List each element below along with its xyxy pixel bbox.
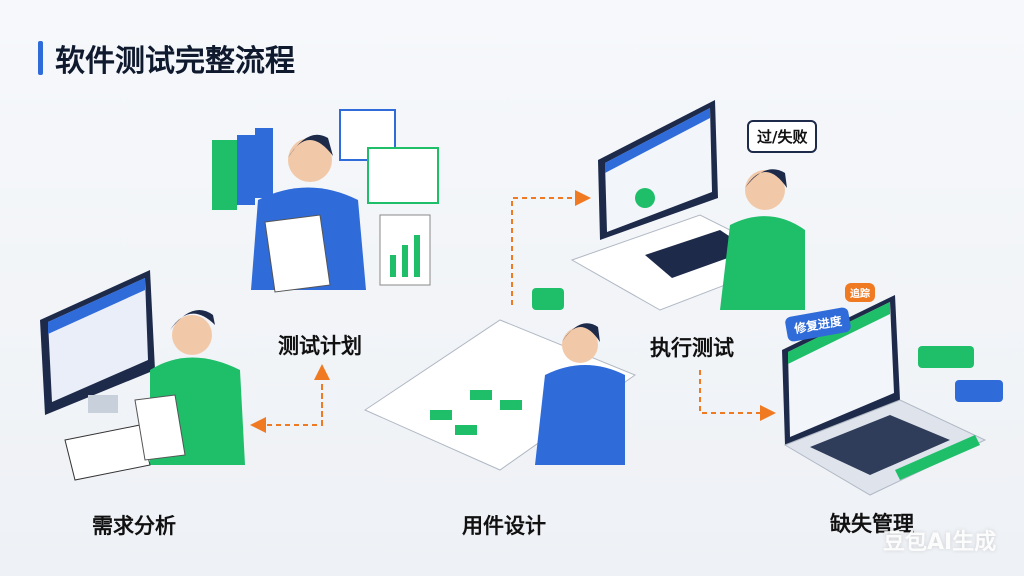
flow-arrows	[250, 190, 776, 433]
title-accent-bar	[38, 41, 43, 75]
step-label-test-case-design: 用件设计	[462, 514, 546, 538]
defect-management-scene	[782, 295, 1003, 496]
page-title-text: 软件测试完整流程	[55, 44, 295, 79]
step-label-defect-management: 缺失管理	[830, 512, 914, 536]
orange-tag-bubble: 追踪	[845, 283, 875, 302]
requirement-analysis-scene	[40, 270, 245, 481]
step-label-test-execution: 执行测试	[650, 336, 734, 360]
watermark: 豆包AI生成	[883, 530, 997, 555]
test-execution-scene	[570, 100, 805, 311]
test-case-design-scene	[363, 288, 637, 471]
step-label-test-plan: 测试计划	[278, 334, 362, 358]
test-plan-scene	[212, 109, 439, 293]
page-title: 软件测试完整流程	[38, 36, 295, 80]
arrow-execution-to-defect	[699, 370, 776, 421]
step-label-requirement-analysis: 需求分析	[92, 514, 176, 538]
arrow-plan-to-analysis	[250, 385, 323, 433]
pass-fail-bubble: 过/失败	[747, 120, 818, 153]
arrow-design-to-execution	[511, 190, 591, 305]
